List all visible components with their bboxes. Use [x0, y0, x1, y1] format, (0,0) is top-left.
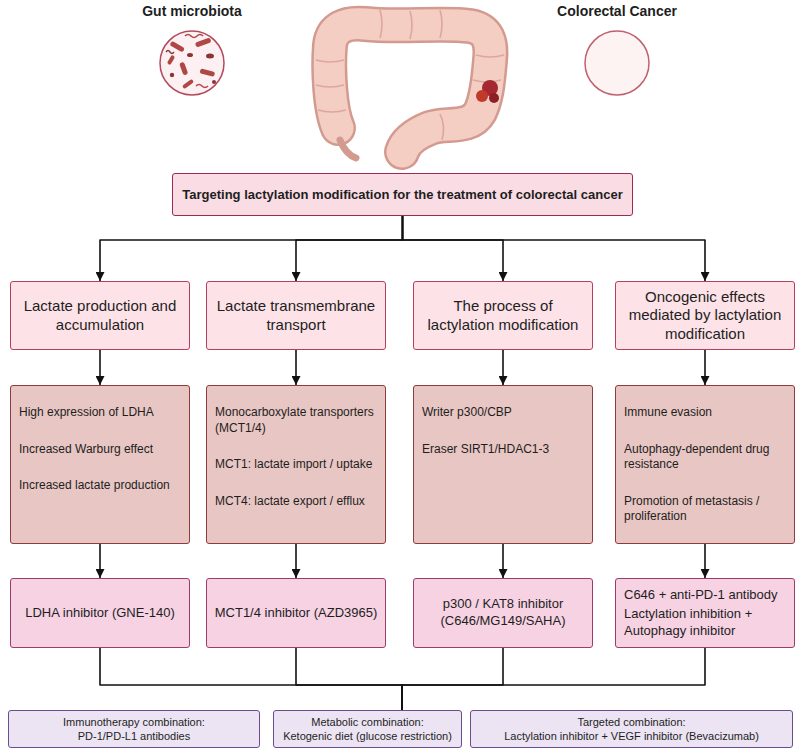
- cancer-circle: Colorectal Cancer: [584, 30, 650, 96]
- circle-heading: Colorectal Cancer: [504, 3, 730, 19]
- merge-line: [402, 648, 705, 710]
- box-text: Oncogenic effects mediated by lactylatio…: [624, 288, 786, 343]
- circle-outline: [584, 30, 650, 96]
- box-text: MCT1: lactate import / uptake: [215, 457, 377, 473]
- category-box: Lactate production and accumulation: [10, 281, 190, 350]
- connector-arrow: [99, 544, 101, 578]
- category-box: Lactate transmembrane transport: [206, 281, 386, 350]
- box-text: Lactate transmembrane transport: [215, 297, 377, 334]
- connector-arrow: [704, 350, 706, 385]
- box-text: Ketogenic diet (glucose restriction): [283, 729, 452, 743]
- connector-arrow: [296, 216, 403, 281]
- box-text: Targeted combination:: [577, 715, 685, 729]
- combination-box: Targeted combination:Lactylation inhibit…: [470, 710, 793, 748]
- box-text: C646 + anti-PD-1 antibody: [624, 587, 778, 604]
- box-text: Writer p300/CBP: [422, 405, 584, 421]
- box-text: MCT1/4 inhibitor (AZD3965): [215, 605, 378, 622]
- connector-arrow: [295, 544, 297, 578]
- box-text: Metabolic combination:: [311, 715, 424, 729]
- box-text: Lactylation inhibitor + VEGF inhibitor (…: [504, 729, 759, 743]
- merge-line: [296, 648, 402, 710]
- colon-outline: [329, 24, 490, 152]
- connector-arrow: [403, 216, 706, 281]
- box-text: Lactate production and accumulation: [19, 297, 181, 334]
- merge-line: [402, 648, 503, 710]
- merge-line: [100, 648, 402, 710]
- strategy-box: p300 / KAT8 inhibitor (C646/MG149/SAHA): [413, 578, 593, 648]
- mechanism-box: Immune evasionAutophagy-dependent drug r…: [615, 385, 795, 544]
- mechanism-box: Monocarboxylate transporters (MCT1/4) MCT…: [206, 385, 386, 544]
- box-text: Increased Warburg effect: [19, 442, 181, 458]
- box-text: Monocarboxylate transporters (MCT1/4): [215, 405, 377, 436]
- box-text: MCT4: lactate export / efflux: [215, 494, 377, 510]
- combination-box: Metabolic combination:Ketogenic diet (gl…: [273, 710, 462, 748]
- haustra-lines: [316, 10, 504, 140]
- box-text: The process of lactylation modification: [422, 297, 584, 334]
- tumor-mass: [476, 80, 499, 103]
- colon-body: [329, 24, 490, 152]
- microbiota-circle: Gut microbiota: [159, 30, 225, 96]
- box-text: Autophagy-dependent drug resistance: [624, 442, 786, 473]
- connector-arrow: [99, 350, 101, 385]
- appendix: [340, 140, 356, 158]
- circle-outline: [159, 30, 225, 96]
- box-text: Lactylation inhibition + Autophagy inhib…: [624, 606, 786, 639]
- connector-arrow: [704, 544, 706, 578]
- circle-shape: [160, 31, 224, 95]
- category-box: The process of lactylation modification: [413, 281, 593, 350]
- category-box: Oncogenic effects mediated by lactylatio…: [615, 281, 795, 350]
- connector-arrow: [403, 216, 504, 281]
- box-text: Immune evasion: [624, 405, 786, 421]
- strategy-box: LDHA inhibitor (GNE-140): [10, 578, 190, 648]
- box-text: High expression of LDHA: [19, 405, 181, 421]
- mechanism-box: High expression of LDHA Increased Warburg…: [10, 385, 190, 544]
- connector-arrow: [502, 544, 504, 578]
- strategy-box: C646 + anti-PD-1 antibodyLactylation inh…: [615, 578, 795, 648]
- connector-arrow: [502, 350, 504, 385]
- box-text: Targeting lactylation modification for t…: [182, 187, 622, 202]
- circle-shape: [585, 31, 649, 95]
- box-text: PD-1/PD-L1 antibodies: [78, 729, 191, 743]
- title-box: Targeting lactylation modification for t…: [172, 173, 633, 216]
- strategy-box: MCT1/4 inhibitor (AZD3965): [206, 578, 386, 648]
- box-text: Immunotherapy combination:: [63, 715, 205, 729]
- mechanism-box: Writer p300/CBP Eraser SIRT1/HDAC1-3: [413, 385, 593, 544]
- box-text: Eraser SIRT1/HDAC1-3: [422, 442, 584, 458]
- box-text: Promotion of metastasis / proliferation: [624, 494, 786, 525]
- connector-arrow: [100, 216, 403, 281]
- box-text: Increased lactate production: [19, 478, 181, 494]
- box-text: p300 / KAT8 inhibitor (C646/MG149/SAHA): [419, 596, 587, 629]
- connector-arrow: [295, 350, 297, 385]
- box-text: LDHA inhibitor (GNE-140): [25, 605, 175, 622]
- colon-illustration: [316, 10, 504, 158]
- combination-box: Immunotherapy combination:PD-1/PD-L1 ant…: [8, 710, 260, 748]
- circle-heading: Gut microbiota: [79, 3, 305, 19]
